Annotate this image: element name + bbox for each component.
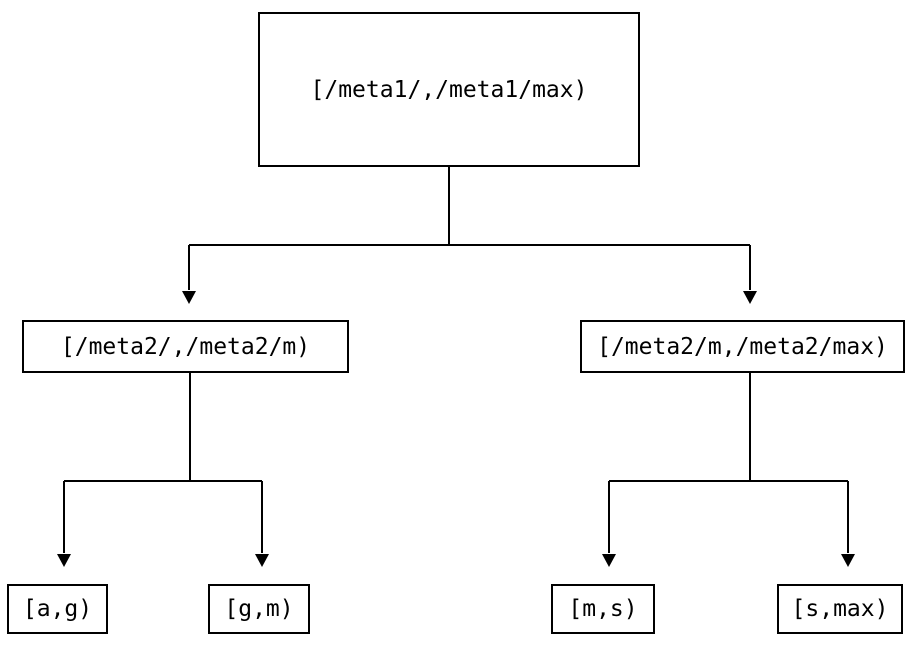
- arrowhead-to-leaf-m-s: [602, 554, 616, 567]
- tree-node-leaf-s-max[interactable]: [s,max): [777, 584, 903, 634]
- arrowhead-to-leaf-g-m: [255, 554, 269, 567]
- tree-node-leaf-g-m[interactable]: [g,m): [208, 584, 310, 634]
- arrowhead-to-leaf-s-max: [841, 554, 855, 567]
- edge-mid-left-to-children: [57, 373, 269, 567]
- tree-node-leaf-m-s[interactable]: [m,s): [551, 584, 655, 634]
- tree-node-root-label: [/meta1/,/meta1/max): [310, 76, 588, 103]
- tree-node-root[interactable]: [/meta1/,/meta1/max): [258, 12, 640, 167]
- tree-node-mid-left-label: [/meta2/,/meta2/m): [60, 333, 311, 360]
- arrowhead-to-mid-left: [182, 291, 196, 304]
- arrowhead-to-mid-right: [743, 291, 757, 304]
- edge-mid-right-to-children: [602, 373, 855, 567]
- tree-node-mid-right-label: [/meta2/m,/meta2/max): [597, 333, 888, 360]
- tree-node-leaf-m-s-label: [m,s): [568, 596, 638, 622]
- tree-node-mid-left[interactable]: [/meta2/,/meta2/m): [22, 320, 349, 373]
- tree-node-mid-right[interactable]: [/meta2/m,/meta2/max): [580, 320, 905, 373]
- edge-root-to-children: [182, 167, 757, 304]
- tree-node-leaf-a-g-label: [a,g): [22, 596, 93, 622]
- tree-node-leaf-a-g[interactable]: [a,g): [7, 584, 108, 634]
- tree-node-leaf-s-max-label: [s,max): [791, 596, 889, 622]
- tree-node-leaf-g-m-label: [g,m): [224, 596, 294, 622]
- arrowhead-to-leaf-a-g: [57, 554, 71, 567]
